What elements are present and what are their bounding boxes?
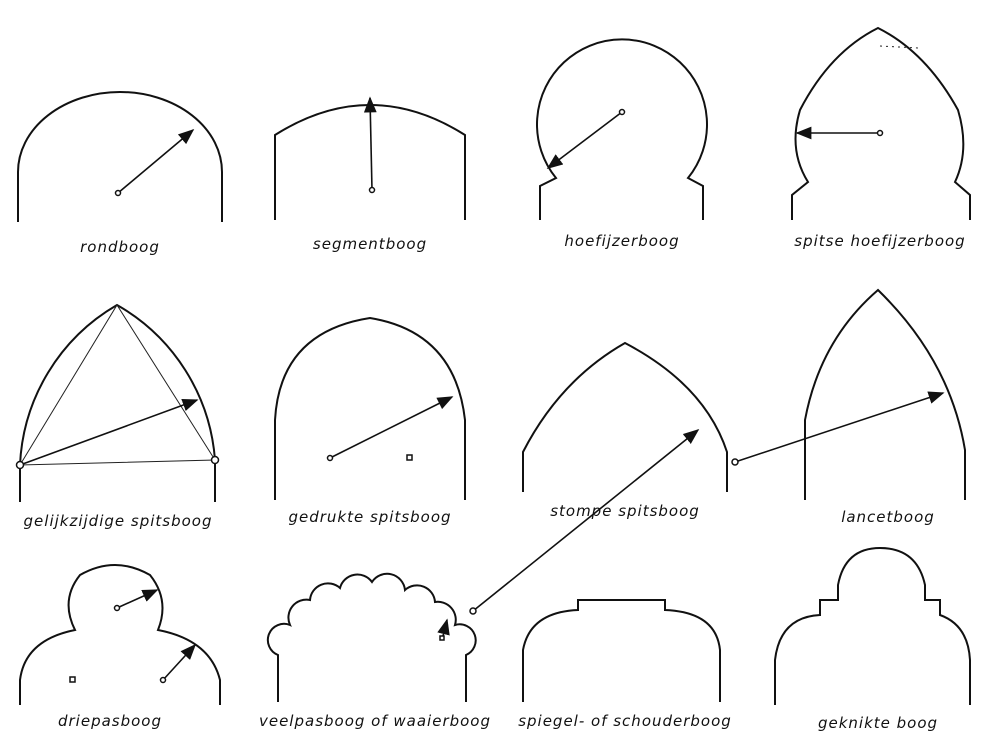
label-hoefijzerboog: hoefijzerboog bbox=[564, 232, 680, 250]
veelpasboog-drawing bbox=[266, 572, 477, 702]
rondboog-drawing bbox=[17, 91, 223, 222]
lancetboog-drawing bbox=[731, 288, 966, 500]
label-gelijkzijdige-spitsboog: gelijkzijdige spitsboog bbox=[23, 512, 213, 530]
label-stompe-spitsboog: stompe spitsboog bbox=[550, 502, 700, 520]
segmentboog-drawing bbox=[274, 96, 466, 220]
spiegelboog-drawing bbox=[522, 599, 721, 702]
spitse-hoefijzerboog-drawing bbox=[791, 26, 971, 220]
gelijkzijdige-spitsboog-drawing bbox=[15, 303, 220, 502]
gedrukte-spitsboog-drawing bbox=[274, 316, 466, 500]
label-veelpasboog: veelpasboog of waaierboog bbox=[258, 712, 492, 730]
label-driepasboog: driepasboog bbox=[57, 712, 163, 730]
driepasboog-drawing bbox=[19, 564, 221, 705]
label-segmentboog: segmentboog bbox=[312, 235, 428, 253]
label-lancetboog: lancetboog bbox=[841, 508, 935, 526]
hoefijzerboog-drawing bbox=[536, 38, 708, 220]
label-spitse-hoefijzerboog: spitse hoefijzerboog bbox=[794, 232, 966, 250]
label-rondboog: rondboog bbox=[80, 238, 160, 256]
stompe-spitsboog-drawing bbox=[469, 341, 728, 615]
label-spiegelboog: spiegel- of schouderboog bbox=[518, 712, 732, 730]
geknikte-boog-drawing bbox=[774, 546, 971, 705]
label-gedrukte-spitsboog: gedrukte spitsboog bbox=[288, 508, 452, 526]
label-geknikte-boog: geknikte boog bbox=[817, 714, 939, 732]
